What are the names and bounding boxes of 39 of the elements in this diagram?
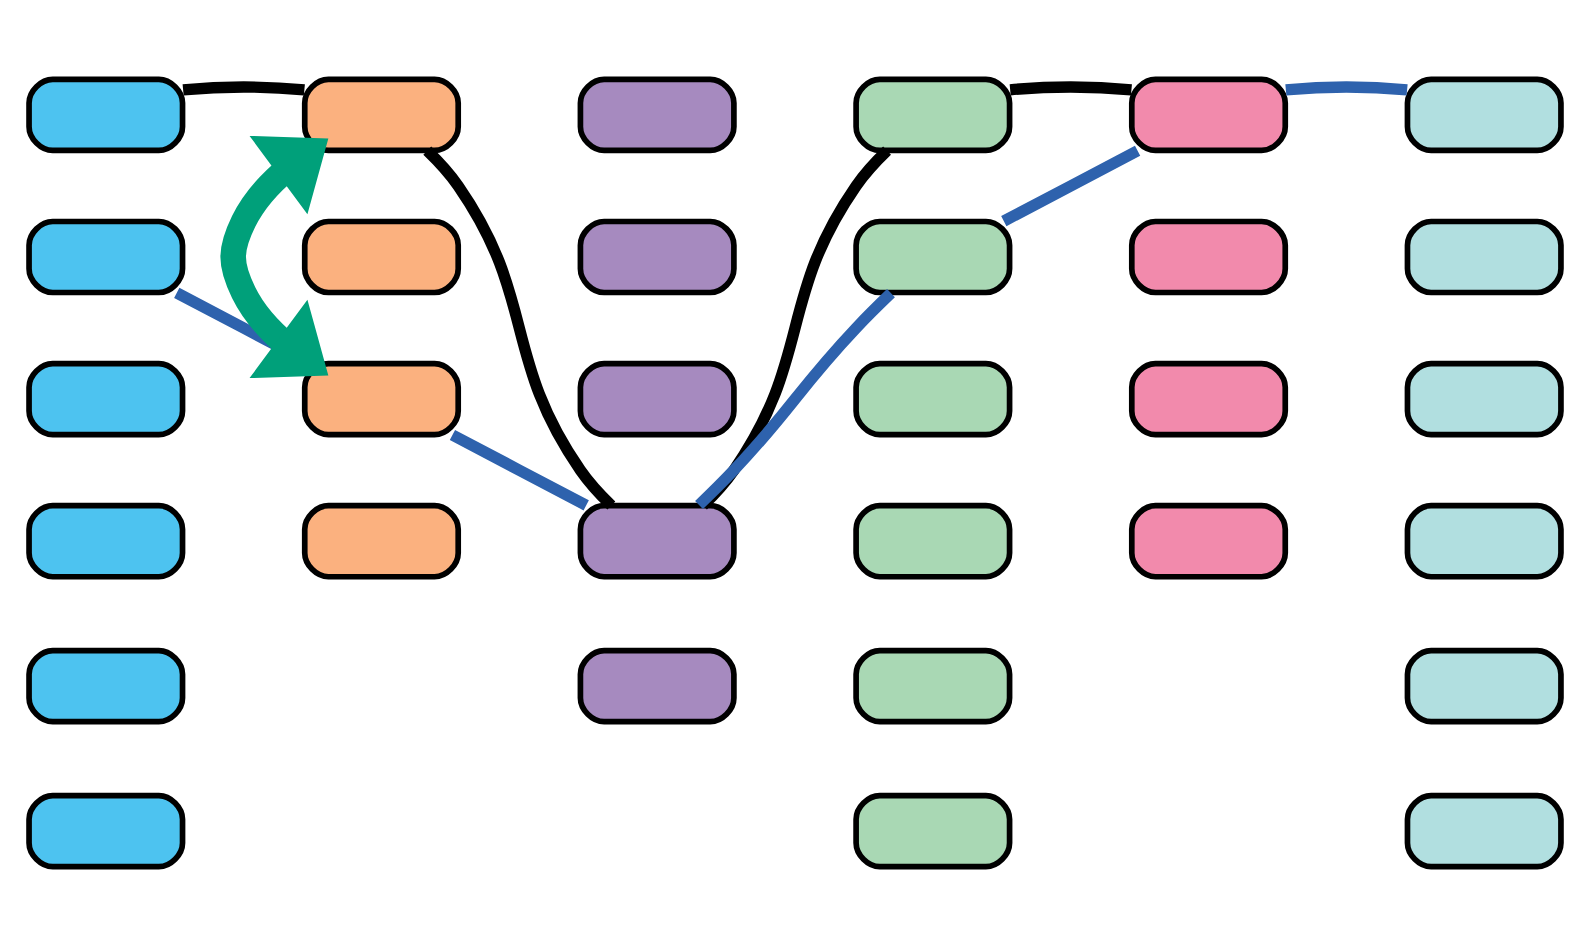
- node-box: [1404, 75, 1564, 153]
- node-box: [853, 75, 1013, 153]
- node-box: [1128, 359, 1289, 437]
- node-box: [577, 75, 737, 153]
- node-box: [26, 75, 186, 153]
- connector: [423, 145, 616, 509]
- node-box: [26, 646, 186, 724]
- node-box: [577, 359, 737, 437]
- node-box: [1404, 791, 1564, 869]
- node-box: [1404, 217, 1564, 295]
- node-box: [26, 501, 186, 579]
- connector: [449, 428, 589, 510]
- node-box: [577, 217, 737, 295]
- connector: [1001, 144, 1141, 226]
- node-box: [26, 359, 186, 437]
- node-box: [1404, 359, 1564, 437]
- arrow: [220, 134, 329, 378]
- connector: [182, 80, 305, 95]
- connector: [695, 288, 895, 509]
- node-box: [301, 75, 462, 153]
- connector: [1009, 80, 1132, 95]
- node-box: [577, 646, 737, 724]
- node-box: [853, 646, 1013, 724]
- node-box: [1404, 501, 1564, 579]
- node-box: [1128, 75, 1289, 153]
- node-box: [853, 501, 1013, 579]
- connector: [1285, 80, 1408, 95]
- node-box: [301, 217, 462, 295]
- node-box: [1128, 501, 1289, 579]
- node-box: [577, 501, 737, 579]
- node-box: [853, 791, 1013, 869]
- node-box: [26, 217, 186, 295]
- node-box: [26, 791, 186, 869]
- node-box: [301, 359, 462, 437]
- node-box: [853, 359, 1013, 437]
- node-box: [853, 217, 1013, 295]
- node-box: [301, 501, 462, 579]
- node-box: [1128, 217, 1289, 295]
- node-box: [1404, 646, 1564, 724]
